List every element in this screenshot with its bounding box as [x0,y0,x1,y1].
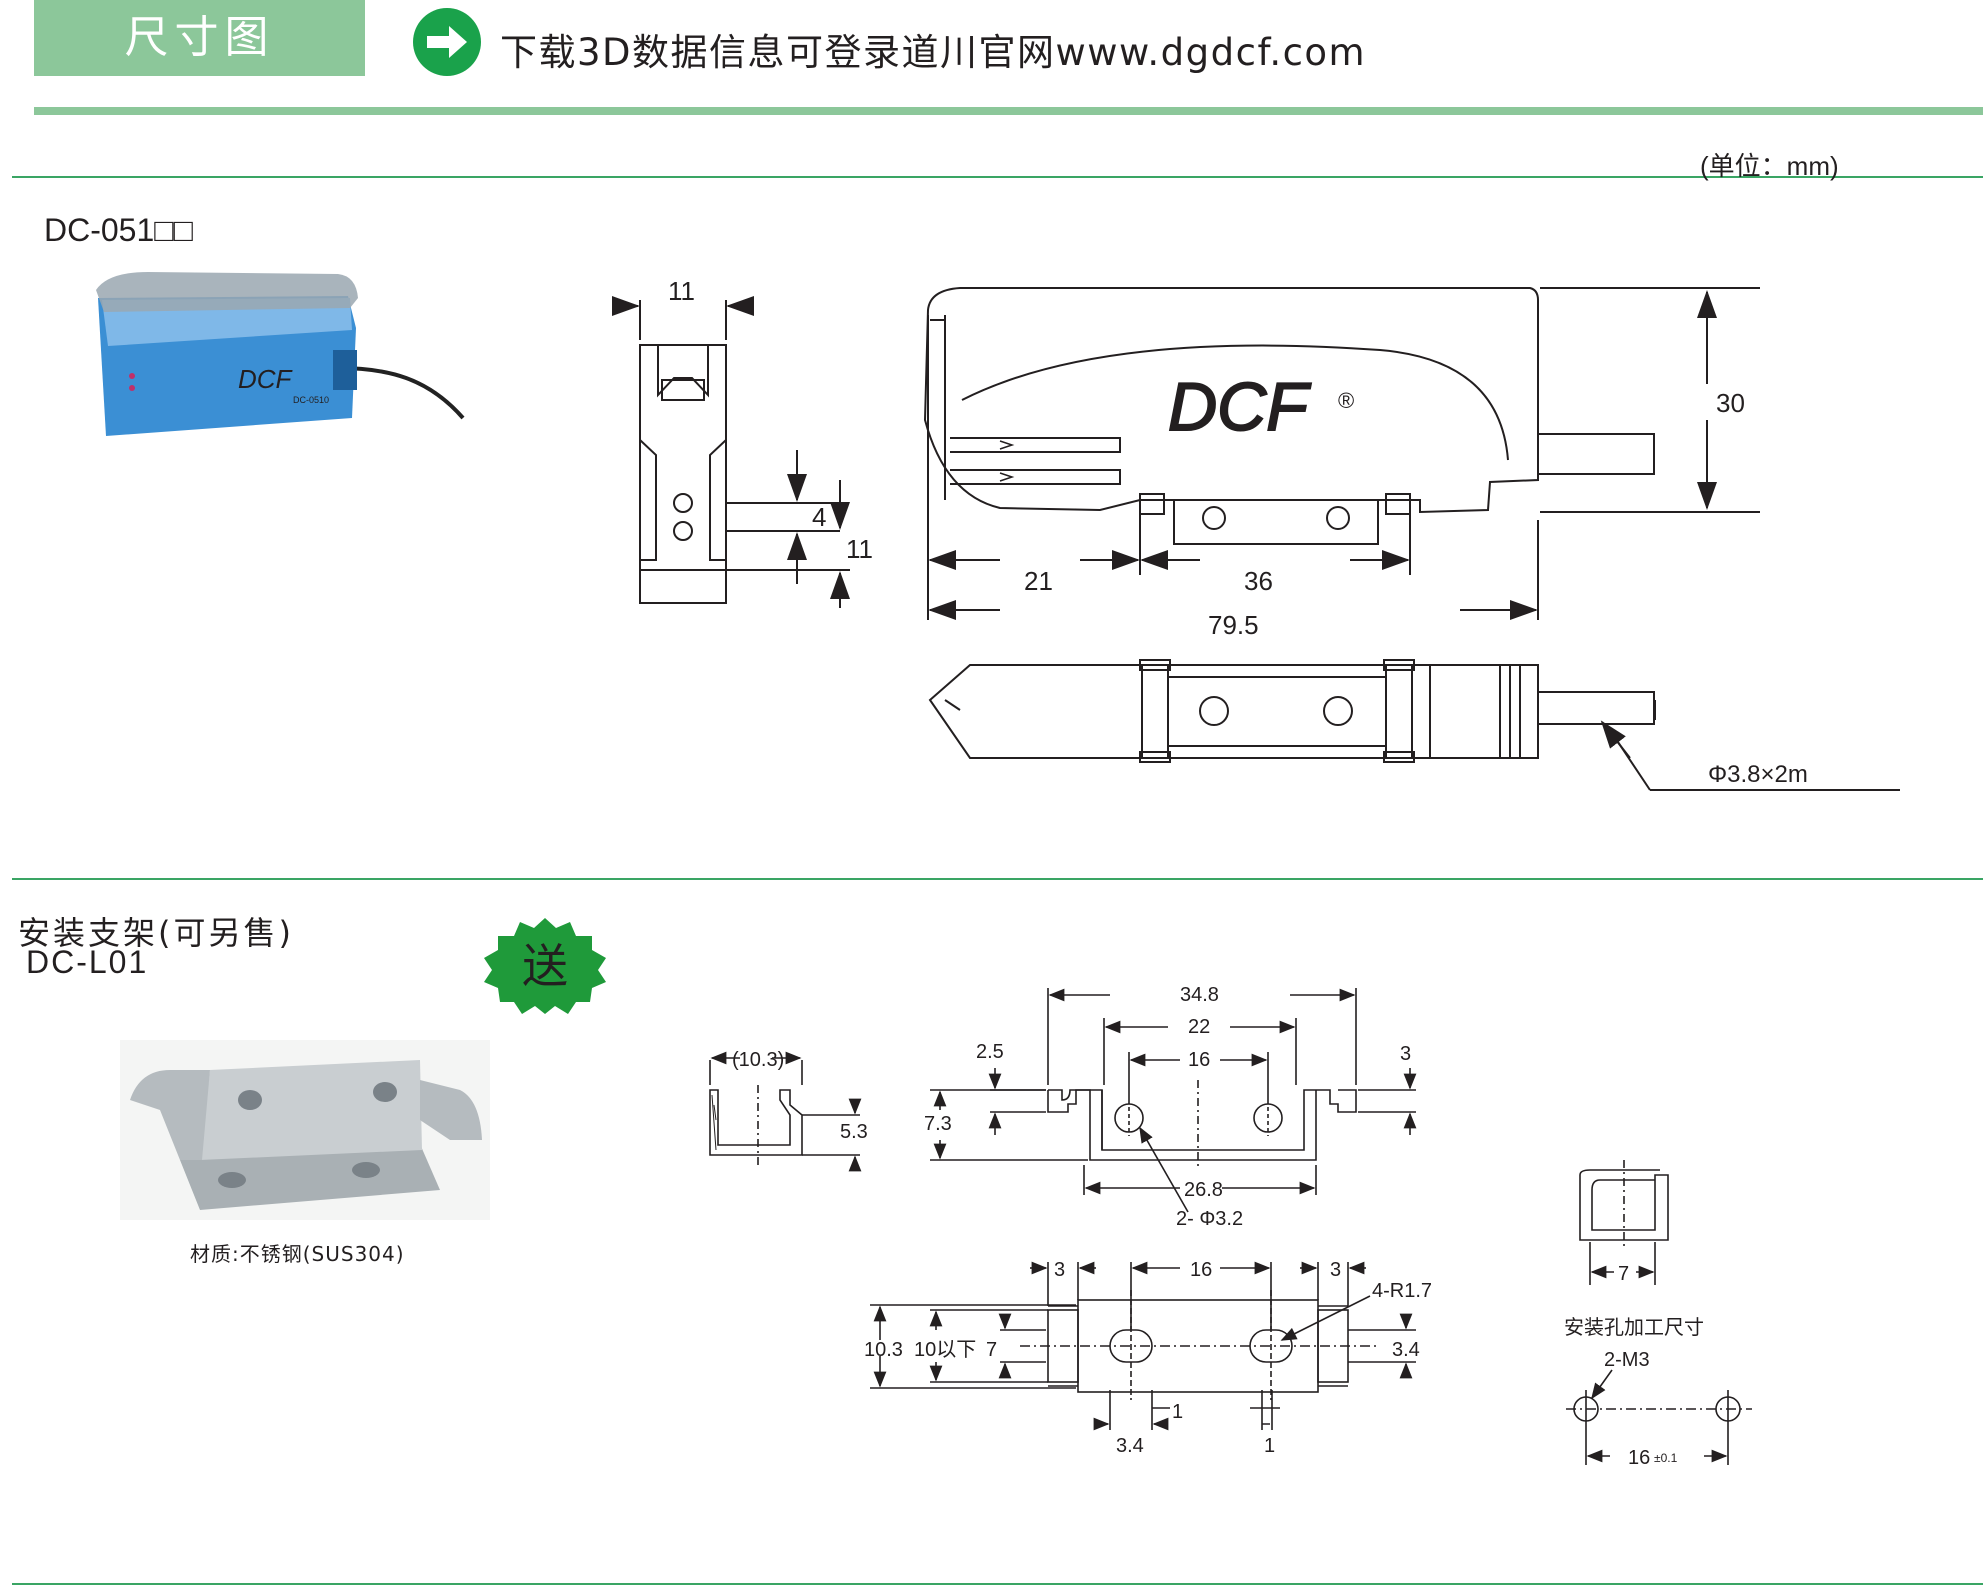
photo-label: DC-0510 [293,395,329,405]
dim-bot-3-right: 3 [1330,1259,1341,1281]
dim-bot-16: 16 [1190,1259,1212,1281]
dim-hole-base: 11 [846,534,873,564]
dim-slot-34b: 3.4 [1116,1435,1144,1457]
dim-height-73: 7.3 [924,1113,952,1135]
dim-install-width: 7 [1618,1263,1629,1285]
dim-radius: 4-R1.7 [1372,1280,1432,1302]
gift-badge-text: 送 [522,940,568,992]
dim-bot-3-left: 3 [1054,1259,1065,1281]
download-link-text[interactable]: 下载3D数据信息可登录道川官网www.dgdcf.com [500,31,1367,74]
dim-width-total: 34.8 [1180,984,1219,1006]
dim-side-height: 5.3 [840,1121,868,1143]
dim-h-7: 7 [986,1339,997,1361]
gift-badge: 送 [482,916,608,1020]
dim-tab-right: 3 [1400,1043,1411,1065]
dim-thread: 2-M3 [1604,1349,1650,1371]
dim-cable: Φ3.8×2m [1708,761,1808,788]
dim-width-22: 22 [1188,1016,1210,1038]
bracket-photo [120,1040,490,1224]
dim-h-103: 10.3 [864,1339,903,1361]
reg-mark: ® [1338,388,1354,413]
dim-offset: 21 [1024,566,1053,596]
dim-hole-pitch-top: 16 [1188,1049,1210,1071]
dim-slot-34: 3.4 [1392,1339,1420,1361]
bracket-model: DC-L01 [26,944,149,980]
dim-install-pitch: 16 [1628,1447,1650,1469]
dim-tab-left: 2.5 [976,1041,1004,1063]
header-divider [34,107,1983,115]
dim-h-10-below: 10以下 [914,1339,976,1361]
dim-gap-1b: 1 [1264,1435,1275,1457]
dim-mount-len: 36 [1244,566,1273,596]
sensor-model: DC-051□□ [44,212,193,248]
dim-side-depth: (10.3) [732,1049,784,1071]
sensor-photo: DCF DC-0510 [88,268,468,462]
unit-label: (单位：mm) [1700,151,1839,181]
dim-base-268: 26.8 [1184,1179,1223,1201]
bracket-title: 安装支架(可另售) [18,914,294,952]
arrow-right-icon [413,8,481,76]
install-title: 安装孔加工尺寸 [1564,1316,1704,1339]
section-tab: 尺寸图 [34,0,365,76]
section-divider-top [12,176,1983,178]
sensor-brand-logo: DCF [1168,369,1311,445]
dim-hole-pitch: 4 [812,502,826,532]
dim-total-len: 79.5 [1208,610,1259,640]
dim-gap-1a: 1 [1172,1401,1183,1423]
section-divider-mid [12,878,1983,880]
dim-height: 30 [1716,388,1745,418]
section-divider-bottom [12,1583,1983,1585]
material-label: 材质:不锈钢(SUS304) [190,1242,405,1266]
photo-brand: DCF [238,364,294,394]
dim-holes: 2- Φ3.2 [1176,1208,1243,1230]
dim-install-tolerance: ±0.1 [1654,1451,1678,1465]
dim-front-width: 11 [668,276,695,306]
